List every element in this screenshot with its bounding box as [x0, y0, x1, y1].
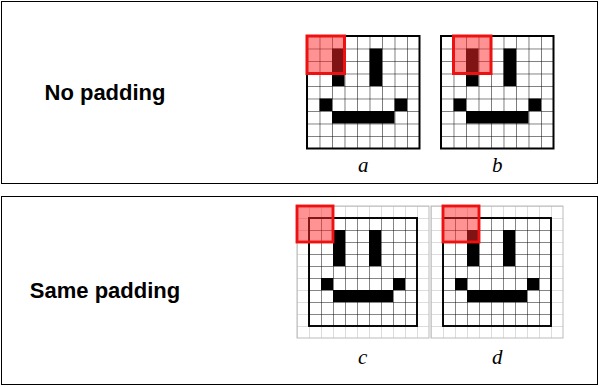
panel-box: Same padding: [1, 196, 598, 385]
grid-letter: b: [492, 155, 503, 176]
panel-box: No padding: [1, 1, 598, 184]
grid-a: [307, 36, 420, 149]
grid-letter: d: [492, 347, 503, 368]
panel-heading-area: No padding: [2, 2, 208, 183]
grid-letter: a: [358, 155, 369, 176]
grid-d: [431, 206, 563, 338]
panel-heading-area: Same padding: [2, 197, 208, 384]
grid-b: [441, 36, 554, 149]
grid-c: [297, 206, 429, 338]
grid-letter: c: [358, 347, 367, 368]
panel-title: No padding: [45, 80, 166, 106]
panel-title: Same padding: [30, 278, 180, 304]
